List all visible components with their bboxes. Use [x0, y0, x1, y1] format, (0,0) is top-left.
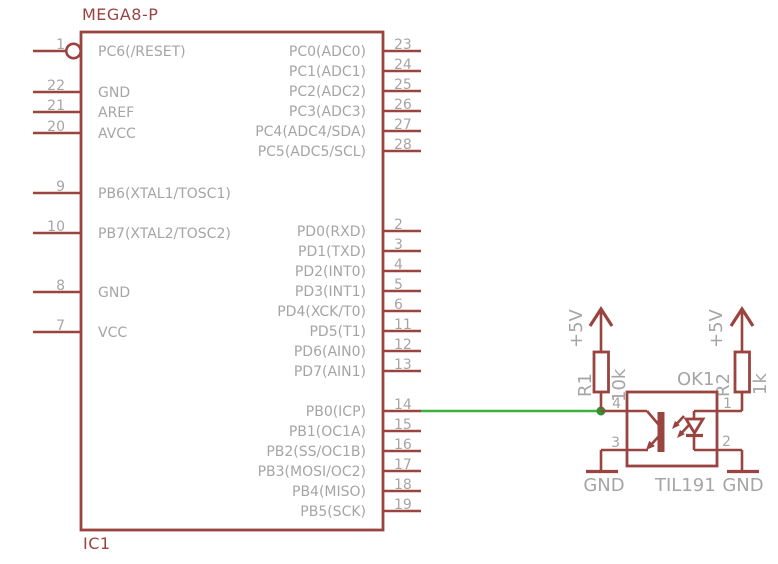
pin-3-name: PD1(TXD) [298, 244, 366, 260]
pin-7-number: 7 [56, 318, 65, 334]
pin-19-number: 19 [394, 497, 412, 513]
supply-arrow-icon [588, 306, 614, 327]
phototransistor-base-bar [657, 412, 665, 452]
led-triangle-icon [683, 417, 706, 436]
gnd-symbol-right: GND [722, 469, 764, 496]
pin-6-name: PD4(XCK/T0) [277, 304, 366, 320]
pin-2-number: 2 [394, 217, 403, 233]
ic-designator-label: IC1 [83, 534, 111, 553]
ok1-pin3-number: 3 [611, 435, 620, 451]
ok1-designator: OK1 [677, 369, 714, 390]
pin-4-number: 4 [394, 257, 403, 273]
pin-12-name: PD6(AIN0) [294, 344, 366, 360]
pin-13-number: 13 [394, 357, 412, 373]
pin-27-name: PC4(ADC4/SDA) [255, 124, 366, 140]
pin-10-number: 10 [47, 219, 65, 235]
pin-24-number: 24 [394, 57, 412, 73]
pin-10-name: PB7(XTAL2/TOSC2) [98, 226, 231, 242]
gnd-label: GND [583, 475, 624, 496]
pin-17-name: PB3(MOSI/OC2) [258, 464, 366, 480]
pin-1-number: 1 [56, 37, 65, 53]
pin-9-number: 9 [56, 179, 65, 195]
resistor-r1: +5V R1 10k [566, 306, 630, 409]
r2-body [733, 350, 751, 394]
supply-arrow-icon [729, 306, 755, 327]
emitter-arrowhead-icon [646, 440, 655, 450]
ic-body-outline [79, 30, 385, 532]
pin-20-number: 20 [47, 119, 65, 135]
pin-1-name: PC6(/RESET) [98, 44, 186, 60]
pin-21-name: AREF [98, 105, 134, 121]
r1-body [592, 350, 610, 394]
pin-4-name: PD2(INT0) [295, 264, 366, 280]
light-arrows-icon [672, 415, 690, 438]
ok1-pin4-number: 4 [612, 396, 621, 412]
pin-23-number: 23 [394, 37, 412, 53]
pin-21-number: 21 [47, 98, 65, 114]
pin-20-name: AVCC [98, 126, 136, 142]
pin-9-name: PB6(XTAL1/TOSC1) [98, 186, 231, 202]
pin-22-name: GND [98, 85, 130, 101]
pin-1-inversion-bubble-icon [65, 42, 83, 60]
pin-13-name: PD7(AIN1) [294, 364, 366, 380]
pin-15-number: 15 [394, 417, 412, 433]
pin-7-name: VCC [98, 325, 127, 341]
pin-8-name: GND [98, 285, 130, 301]
phototransistor-collector [646, 410, 660, 426]
resistor-r2: +5V R2 1k [706, 306, 771, 411]
net-pb0-wire [421, 406, 606, 416]
ok1-pin2-number: 2 [722, 434, 731, 450]
pin-14-name: PB0(ICP) [306, 404, 366, 420]
pin-24-name: PC1(ADC1) [289, 64, 366, 80]
pin-3-number: 3 [394, 237, 403, 253]
ok1-pin1-number: 1 [723, 396, 732, 412]
pin-19-name: PB5(SCK) [300, 504, 366, 520]
pin-18-name: PB4(MISO) [292, 484, 366, 500]
pin-28-name: PC5(ADC5/SCL) [258, 144, 366, 160]
pin-14-number: 14 [394, 397, 412, 413]
r2-value: 1k [750, 373, 771, 395]
pin-28-number: 28 [394, 137, 412, 153]
pin-27-number: 27 [394, 117, 412, 133]
pin-5-number: 5 [394, 277, 403, 293]
r1-designator: R1 [575, 373, 596, 397]
pin-22-number: 22 [47, 78, 65, 94]
pin-26-number: 26 [394, 97, 412, 113]
ic-right-pins: 23PC0(ADC0)24PC1(ADC1)25PC2(ADC2)26PC3(A… [255, 37, 421, 520]
ok1-body-outline [625, 390, 719, 468]
pin-16-number: 16 [394, 437, 412, 453]
supply-label: +5V [706, 308, 727, 348]
gnd-label: GND [722, 475, 763, 496]
pin-25-name: PC2(ADC2) [289, 84, 366, 100]
pin-26-name: PC3(ADC3) [289, 104, 366, 120]
pin-23-name: PC0(ADC0) [289, 44, 366, 60]
pin-6-number: 6 [394, 297, 403, 313]
gnd-symbol-left: GND [583, 469, 625, 496]
supply-label: +5V [566, 308, 587, 348]
pin-18-number: 18 [394, 477, 412, 493]
pin-8-number: 8 [56, 278, 65, 294]
pin-12-number: 12 [394, 337, 412, 353]
pin-16-name: PB2(SS/OC1B) [266, 444, 366, 460]
r1-value: 10k [609, 368, 630, 402]
ok1-part-label: TIL191 [654, 475, 716, 496]
pin-5-name: PD3(INT1) [295, 284, 366, 300]
ic-name-label: MEGA8-P [82, 5, 158, 24]
pin-15-name: PB1(OC1A) [289, 424, 366, 440]
pin-17-number: 17 [394, 457, 412, 473]
pin-11-name: PD5(T1) [309, 324, 366, 340]
pin-2-name: PD0(RXD) [297, 224, 366, 240]
pin-25-number: 25 [394, 77, 412, 93]
pin-11-number: 11 [394, 317, 412, 333]
optocoupler-ok1: OK1 TIL191 4 3 1 2 [599, 369, 744, 496]
